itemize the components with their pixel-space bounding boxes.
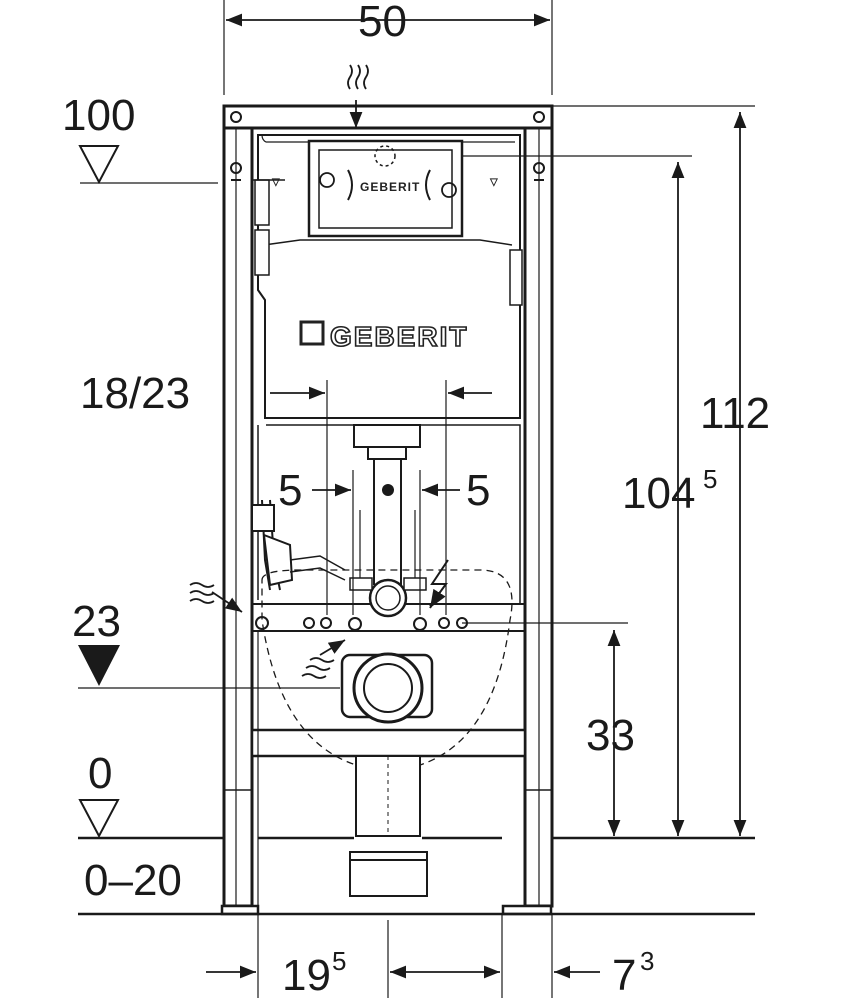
bottom-7-label: 7 <box>612 951 636 1000</box>
dim-top-width: 50 <box>358 0 407 46</box>
dimension-arrows <box>206 13 747 979</box>
range-0-20-label: 0–20 <box>84 856 182 905</box>
height-104-label: 104 <box>622 469 695 518</box>
water-supply-icon <box>189 64 369 679</box>
level-23-label: 23 <box>72 597 121 646</box>
svg-text:▽: ▽ <box>271 177 281 188</box>
svg-text:▽: ▽ <box>489 177 499 188</box>
logo-mark-large <box>299 320 325 346</box>
flush-pipe <box>353 424 421 585</box>
extension-lines <box>78 0 755 998</box>
electrical-icon <box>429 559 449 609</box>
bottom-19-sup: 5 <box>332 946 346 976</box>
drain-connection <box>340 652 434 897</box>
level-100-label: 100 <box>62 91 135 140</box>
flush-plate-opening <box>307 139 464 238</box>
height-33-label: 33 <box>586 711 635 760</box>
geberit-logo-large: GEBERIT <box>330 321 468 352</box>
geberit-logo-small: GEBERIT <box>360 180 420 194</box>
offset-18-23-label: 18/23 <box>80 369 190 418</box>
level-0-label: 0 <box>88 749 112 798</box>
height-104-sup: 5 <box>703 464 717 494</box>
bottom-7-sup: 3 <box>640 946 654 976</box>
left-5-label: 5 <box>278 466 302 515</box>
bottom-19-label: 19 <box>282 951 331 1000</box>
toilet-bowl-outline <box>261 569 513 771</box>
floor-lines <box>78 836 755 916</box>
right-5-label: 5 <box>466 466 490 515</box>
height-112-label: 112 <box>700 389 770 438</box>
mounting-frame <box>220 104 554 916</box>
level-marker-icon <box>78 145 394 839</box>
